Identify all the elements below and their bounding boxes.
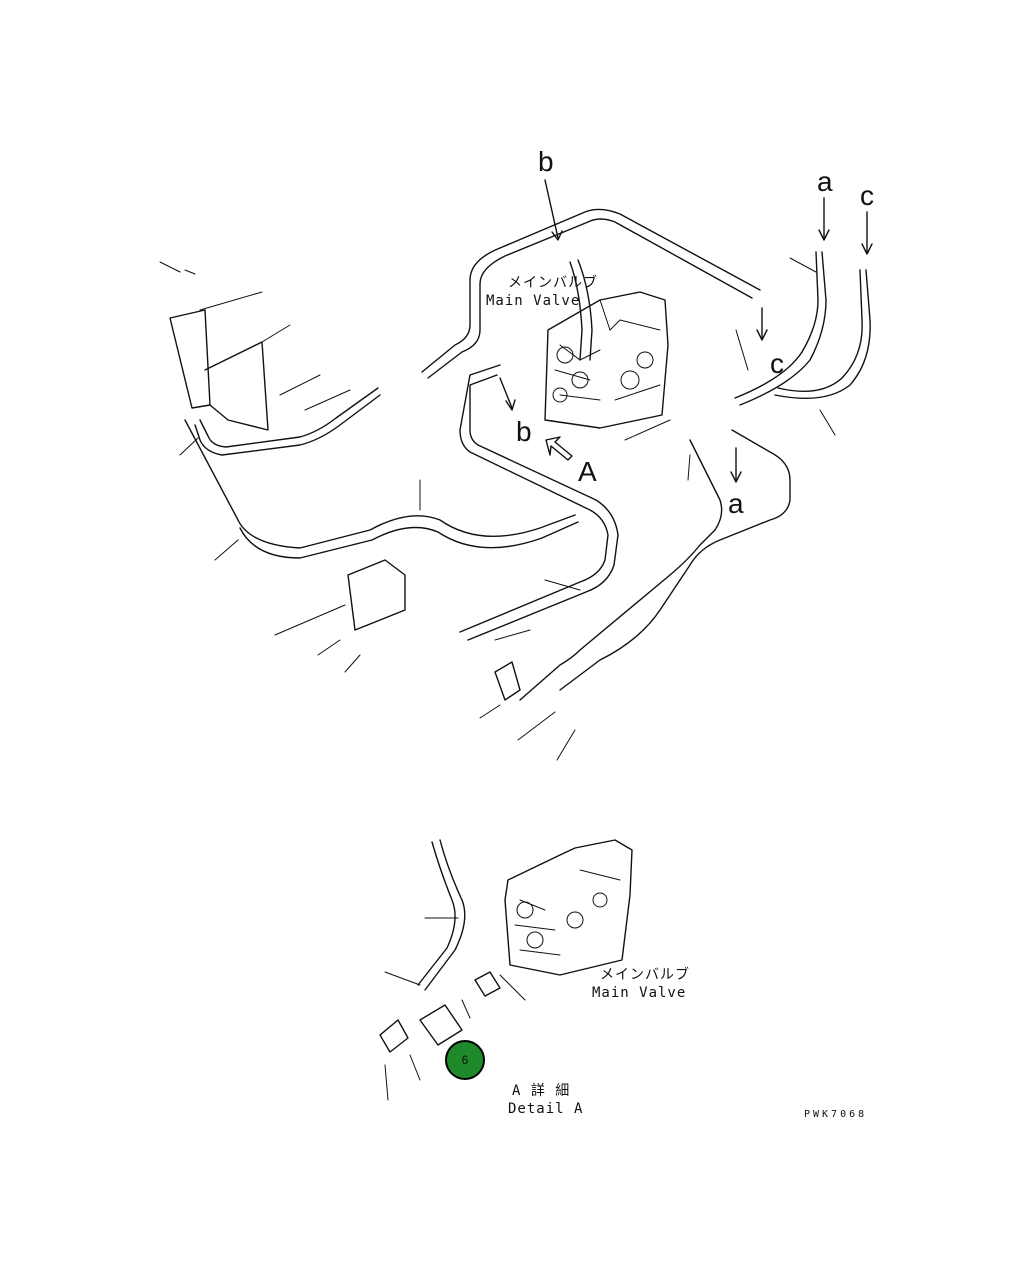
port-label-c-top: c bbox=[860, 180, 874, 211]
left-bracket bbox=[169, 309, 211, 409]
view-label-A: A bbox=[578, 456, 597, 487]
drawing-code: PWK7068 bbox=[804, 1109, 868, 1120]
left-long-pipe bbox=[194, 394, 381, 456]
port-label-c-mid: c bbox=[770, 348, 784, 379]
main-valve-lower-en: Main Valve bbox=[592, 985, 687, 1001]
main-valve-upper-label: メインバルブ Main Valve bbox=[486, 274, 598, 310]
left-plate bbox=[204, 341, 269, 431]
hose-a bbox=[739, 251, 827, 406]
main-valve-upper-jp: メインバルブ bbox=[508, 275, 598, 291]
view-arrow-A bbox=[545, 436, 573, 461]
callout-badge-number: 6 bbox=[461, 1053, 469, 1067]
lower-left-bracket bbox=[347, 559, 406, 631]
detail-a-jp: A 詳 細 bbox=[512, 1083, 571, 1099]
valve-loop-pipe bbox=[459, 364, 609, 633]
main-valve-upper-en: Main Valve bbox=[486, 293, 581, 309]
detail-a-en: Detail A bbox=[508, 1101, 584, 1117]
detail-adapter bbox=[419, 1004, 463, 1046]
detail-hose bbox=[424, 839, 466, 991]
callout-badge[interactable]: 6 bbox=[445, 1040, 485, 1080]
main-valve-lower-jp: メインバルブ bbox=[600, 967, 690, 983]
hose-b bbox=[577, 259, 593, 361]
hose-c bbox=[774, 269, 871, 400]
detail-a-label: A 詳 細 Detail A bbox=[508, 1082, 583, 1118]
lower-right-bracket bbox=[494, 661, 521, 701]
port-label-a-top: a bbox=[817, 166, 833, 197]
main-valve-lower-label: メインバルブ Main Valve bbox=[592, 966, 690, 1002]
top-pipe bbox=[469, 208, 761, 291]
main-valve-lower-body bbox=[504, 839, 633, 976]
port-label-b-mid: b bbox=[516, 416, 532, 447]
top-pipe-left-drop bbox=[421, 279, 471, 373]
port-label-a-low: a bbox=[728, 488, 744, 519]
port-label-b-top: b bbox=[538, 146, 554, 177]
main-valve-upper-body bbox=[544, 291, 669, 429]
middle-hose bbox=[237, 514, 576, 549]
